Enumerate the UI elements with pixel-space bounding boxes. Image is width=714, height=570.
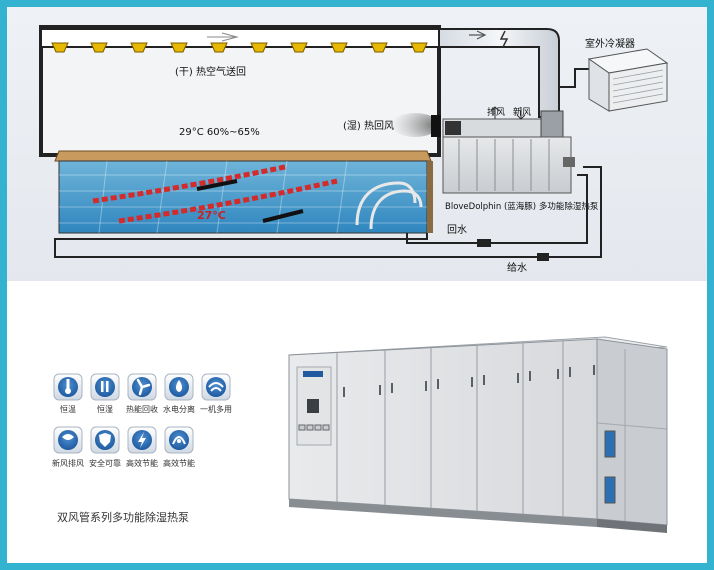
return-water-pump xyxy=(477,239,491,247)
diagram-svg: 室外冷凝器 (干) 热空气送回 29°C 60%~65% (湿) 热回风 xyxy=(39,25,669,274)
supply-air-label: (干) 热空气送回 xyxy=(175,65,246,78)
supply-water-pump xyxy=(537,253,549,261)
unit-airflow-arrows xyxy=(490,106,526,120)
exhaust-label: 排风 xyxy=(487,106,505,118)
feature-icon-water-electric: 水电分离 xyxy=(163,373,195,414)
pool-hvac-diagram: 室外冷凝器 (干) 热空气送回 29°C 60%~65% (湿) 热回风 xyxy=(7,7,707,281)
swimming-pool xyxy=(54,150,433,234)
product-area: 恒温 恒湿 热能回收 水电分离 一机多用 新风排风 安全可靠 xyxy=(52,336,668,533)
feature-icon-fresh-air: 新风排风 xyxy=(52,426,84,468)
feature-icon-humidity: 恒湿 xyxy=(90,373,120,414)
feature-label: 热能回收 xyxy=(126,404,158,414)
feature-label: 水电分离 xyxy=(163,404,195,414)
conditions-label: 29°C 60%~65% xyxy=(179,127,260,138)
brand-logo-icon xyxy=(303,371,323,377)
feature-icon-multi-use: 一机多用 xyxy=(200,373,232,414)
condenser-pipe xyxy=(559,68,589,88)
feature-label: 安全可靠 xyxy=(89,458,121,468)
outdoor-condenser xyxy=(587,48,669,112)
feature-label: 高效节能 xyxy=(126,458,158,468)
supply-duct-riser xyxy=(438,28,560,118)
room-outline xyxy=(39,25,441,157)
feature-icon-heat-recovery: 热能回收 xyxy=(126,373,158,414)
feature-label: 高效节能 xyxy=(163,458,195,468)
condenser-label: 室外冷凝器 xyxy=(585,37,635,50)
unit-label: BloveDolphin (蓝海豚) 多功能除湿热泵 xyxy=(445,201,599,212)
duct-arrow-icon xyxy=(469,30,487,40)
product-unit-image xyxy=(288,336,668,533)
return-grille xyxy=(431,115,441,137)
feature-icon-safety: 安全可靠 xyxy=(89,426,121,468)
feature-label: 恒温 xyxy=(60,404,76,414)
feature-icon-energy-2: 高效节能 xyxy=(163,426,195,468)
heat-pump-unit xyxy=(442,110,575,194)
water-pipes xyxy=(54,166,602,258)
ceiling-diffusers xyxy=(51,42,428,53)
feature-icon-energy: 高效节能 xyxy=(126,426,158,468)
feature-label: 新风排风 xyxy=(52,458,84,468)
return-air-label: (湿) 热回风 xyxy=(343,119,394,132)
return-air-fog xyxy=(391,113,439,137)
feature-icon-thermometer: 恒温 xyxy=(53,373,83,414)
water-temp-label: 27°C xyxy=(197,209,226,222)
feature-label: 一机多用 xyxy=(200,404,232,414)
electric-symbol-icon xyxy=(499,30,509,48)
fresh-air-label: 新风 xyxy=(513,106,531,118)
feature-label: 恒湿 xyxy=(97,404,113,414)
return-water-label: 回水 xyxy=(447,224,467,236)
product-caption: 双风管系列多功能除湿热泵 xyxy=(57,510,189,524)
supply-water-label: 给水 xyxy=(507,261,527,274)
